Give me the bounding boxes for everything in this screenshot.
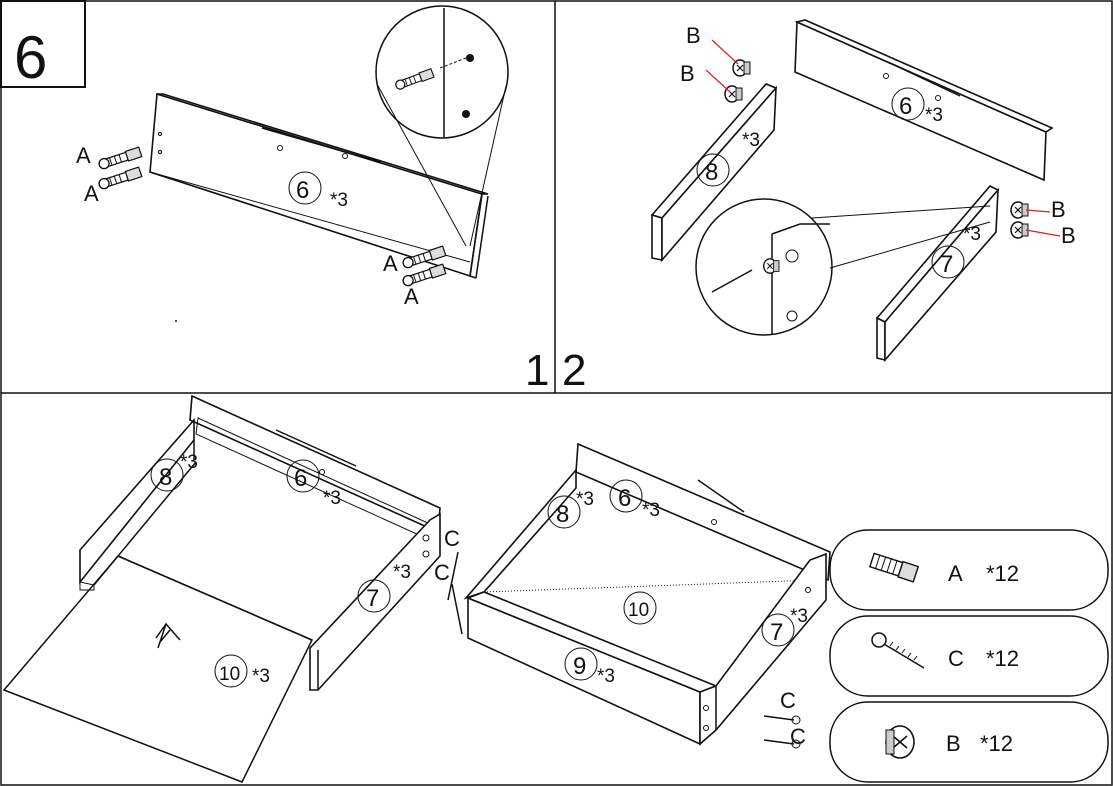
dowel-icon (97, 146, 143, 171)
fitting-label-c: C (434, 560, 450, 585)
part-label: 6 (618, 485, 631, 512)
fitting-label-a: A (84, 181, 99, 206)
fitting-label-b: B (680, 61, 695, 86)
board-7 (875, 185, 1000, 363)
fitting-label-b: B (1061, 223, 1076, 248)
part-multiplier: *3 (330, 190, 348, 211)
detail-zoom-circle (695, 198, 991, 336)
part-label: 8 (705, 159, 718, 186)
part-label: 6 (296, 177, 309, 204)
legend-qty: *12 (986, 561, 1019, 586)
cam-lock-icon (1010, 221, 1029, 239)
part-circle (288, 171, 322, 205)
panel-3-left: 8 *3 6 *3 7 *3 10 *3 C C (2, 394, 463, 783)
panel-1: 6 *3 A A A A (76, 5, 509, 322)
step-number-box (0, 0, 86, 88)
part-label: 8 (556, 501, 569, 528)
legend-item-c (829, 615, 1109, 697)
cam-lock-icon (1010, 201, 1029, 219)
fitting-label-b: B (1051, 197, 1066, 222)
part-multiplier: *3 (597, 666, 615, 687)
part-multiplier: *3 (323, 488, 341, 509)
part-label: 10 (219, 664, 240, 685)
part-multiplier: *3 (252, 666, 270, 687)
part-label: 7 (770, 619, 783, 646)
legend-qty: *12 (980, 731, 1013, 756)
board-6-back (794, 19, 1054, 182)
part-label: 9 (573, 653, 586, 680)
part-label: 7 (940, 251, 953, 278)
fitting-label-c: C (790, 724, 806, 749)
hardware-legend: A *12 C *12 B *12 (829, 529, 1109, 783)
screw-icon (763, 715, 801, 749)
panel-2: 8 *3 6 *3 7 *3 B B B B (650, 19, 1076, 363)
legend-qty: *12 (986, 646, 1019, 671)
fitting-label-a: A (76, 143, 91, 168)
part-multiplier: *3 (576, 489, 594, 510)
part-multiplier: *3 (642, 500, 660, 521)
fitting-label-c: C (444, 526, 460, 551)
part-label: 8 (159, 464, 172, 491)
legend-code: A (948, 561, 963, 586)
dowel-icon (97, 166, 143, 191)
screw-icon (871, 632, 925, 669)
legend-code: C (948, 646, 964, 671)
fitting-label-a: A (383, 251, 398, 276)
panel-3-right: 8 *3 6 *3 10 7 *3 9 *3 C C (463, 442, 831, 749)
board-8 (650, 83, 778, 263)
detail-zoom-circle (375, 5, 509, 247)
legend-code: B (946, 731, 961, 756)
part-multiplier: *3 (180, 452, 198, 473)
cam-lock-icon (724, 85, 743, 103)
cam-lock-icon (763, 258, 780, 274)
part-multiplier: *3 (742, 130, 760, 151)
part-label: 7 (366, 585, 379, 612)
fitting-label-a: A (404, 284, 419, 309)
part-label: 10 (628, 600, 649, 621)
part-multiplier: *3 (925, 105, 943, 126)
legend-item-a (829, 529, 1109, 611)
dowel-icon (868, 552, 920, 583)
fitting-label-b: B (686, 23, 701, 48)
fitting-label-c: C (780, 688, 796, 713)
part-multiplier: *3 (790, 606, 808, 627)
part-multiplier: *3 (393, 562, 411, 583)
board-6 (149, 92, 489, 279)
cam-lock-icon (885, 725, 915, 759)
substep-label-1: 1 (525, 346, 549, 395)
screw-icon (447, 551, 463, 635)
substep-label-2: 2 (562, 346, 586, 395)
part-multiplier: *3 (963, 224, 981, 245)
part-label: 6 (294, 465, 307, 492)
part-label: 6 (899, 93, 912, 120)
legend-item-b (829, 701, 1109, 783)
step-number: 6 (14, 24, 47, 91)
